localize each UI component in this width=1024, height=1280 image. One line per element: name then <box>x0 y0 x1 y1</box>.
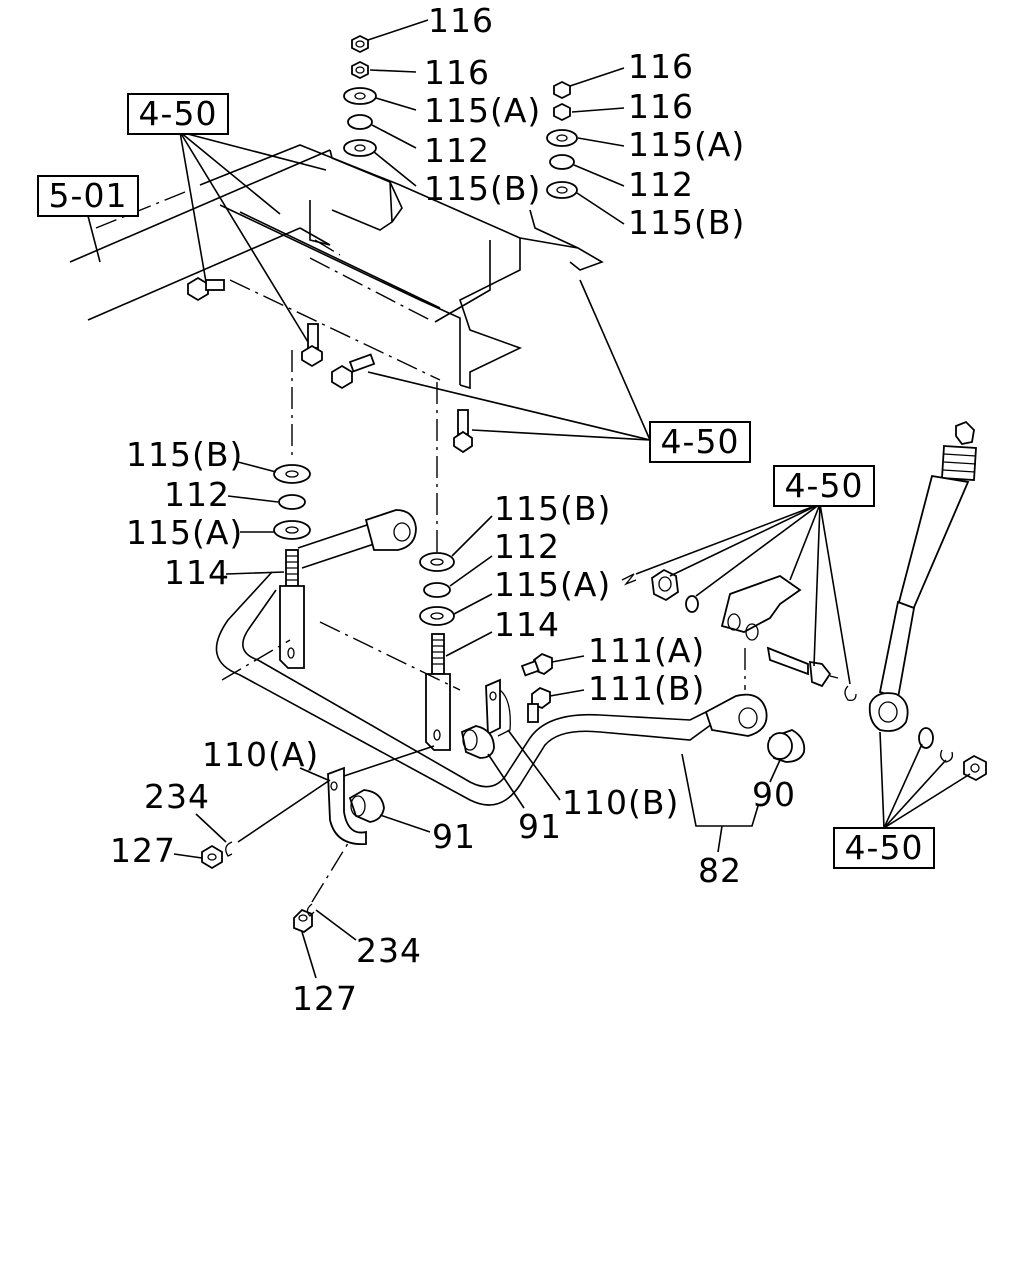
ref-box-4-50-top-left[interactable]: 4-50 <box>127 93 229 135</box>
bushing-stack-mid-lower <box>419 515 493 626</box>
bushing-90-icon <box>767 729 806 763</box>
stabilizer-arm-left <box>297 509 417 569</box>
ref-label-4-50-right: 4-50 <box>785 466 864 505</box>
bracket-110a-icon <box>299 766 367 845</box>
bushing-91-left-icon <box>348 789 431 833</box>
nut-116-b-icon <box>351 60 369 80</box>
label-116-b: 116 <box>424 53 490 92</box>
label-112-c: 112 <box>164 475 230 514</box>
label-111b: 111(B) <box>588 669 705 708</box>
bushing-112-b-icon <box>549 154 575 170</box>
nut-116-c-icon <box>553 80 571 100</box>
leader-5-01 <box>87 215 101 263</box>
ref-box-5-01[interactable]: 5-01 <box>37 175 139 217</box>
washer-115a-b-icon <box>546 129 578 147</box>
label-116-a: 116 <box>428 1 494 40</box>
label-115b-b: 115(B) <box>628 203 745 242</box>
ref-label-5-01: 5-01 <box>49 176 128 215</box>
clip-234-bottom-icon <box>306 839 357 941</box>
label-112-a: 112 <box>424 131 490 170</box>
label-234-b: 234 <box>356 931 422 970</box>
label-110a: 110(A) <box>202 735 319 774</box>
ref-label-4-50-top-left: 4-50 <box>139 94 218 133</box>
link-114-left-icon <box>225 549 305 669</box>
right-mount-cluster <box>621 503 857 702</box>
label-115b-c: 115(B) <box>126 435 243 474</box>
spring-washer-icon <box>621 573 637 586</box>
ref-box-4-50-bottom-right[interactable]: 4-50 <box>833 827 935 869</box>
label-116-d: 116 <box>628 87 694 126</box>
leader-82-bracket <box>681 753 759 827</box>
washer-115b-b-icon <box>546 181 578 199</box>
leaders-4-50-top-left <box>179 131 327 343</box>
nut-right-icon <box>651 568 679 602</box>
label-91-b: 91 <box>518 807 562 846</box>
ref-label-4-50-bottom-right: 4-50 <box>845 828 924 867</box>
label-91-a: 91 <box>432 817 476 856</box>
nut-127-bottom-icon <box>293 908 317 979</box>
clip-234-left-icon <box>195 779 331 857</box>
label-110b: 110(B) <box>562 783 679 822</box>
bolt-111a-icon <box>520 652 585 677</box>
label-112-b: 112 <box>628 165 694 204</box>
label-112-d: 112 <box>494 527 560 566</box>
bushing-stack-right-top <box>546 67 625 225</box>
bushing-112-icon <box>347 114 373 130</box>
bolt-right-icon <box>766 646 839 688</box>
clip-right-icon <box>844 685 857 702</box>
label-111a: 111(A) <box>588 631 705 670</box>
nut-116-d-icon <box>553 102 571 122</box>
ref-box-4-50-right[interactable]: 4-50 <box>773 465 875 507</box>
leader-82 <box>717 825 723 853</box>
frame-bolts <box>187 276 473 454</box>
label-116-c: 116 <box>628 47 694 86</box>
bolt-111b-icon <box>527 686 585 723</box>
label-115a-c: 115(A) <box>126 513 243 552</box>
bushing-stack-left-lower <box>227 461 311 540</box>
bracket-110b-icon <box>485 678 561 801</box>
frame-crossmember <box>69 144 604 390</box>
bolt-horizontal-left-icon <box>187 276 225 302</box>
ref-label-4-50-mid: 4-50 <box>661 422 740 461</box>
label-115b-d: 115(B) <box>494 489 611 528</box>
leader-110a <box>343 745 435 777</box>
washer-shock-icon <box>918 727 934 749</box>
shock-lower-hardware <box>879 727 987 829</box>
nut-116-a-icon <box>351 34 369 54</box>
part-labels: 116 116 115(A) 112 115(B) 116 116 115(A)… <box>110 1 796 1018</box>
label-127-a: 127 <box>110 831 176 870</box>
ref-box-4-50-mid[interactable]: 4-50 <box>649 421 751 463</box>
stabilizer-arm-right <box>704 648 806 783</box>
bushing-stack-left-top <box>343 19 429 187</box>
shock-absorber-icon <box>868 420 977 732</box>
label-115a-a: 115(A) <box>424 91 541 130</box>
bushing-91-right-icon <box>460 725 525 809</box>
clip-shock-icon <box>940 749 954 763</box>
bolt-vertical-left-icon <box>301 323 323 368</box>
bolt-vertical-mid-icon <box>453 409 473 454</box>
stabilizer-bar-82 <box>215 571 713 806</box>
label-90: 90 <box>752 775 796 814</box>
washer-right-icon <box>685 595 699 613</box>
link-114-mid-icon <box>425 631 493 751</box>
label-115b-a: 115(B) <box>424 169 541 208</box>
leaders-4-50-mid <box>367 279 651 441</box>
nut-127-left-icon <box>173 844 223 870</box>
washer-115a-icon <box>343 87 377 105</box>
label-115a-d: 115(A) <box>494 565 611 604</box>
label-127-b: 127 <box>292 979 358 1018</box>
label-114-b: 114 <box>494 605 560 644</box>
label-82: 82 <box>698 851 742 890</box>
bracket-right-icon <box>720 574 802 641</box>
label-234-a: 234 <box>144 777 210 816</box>
bolt-horizontal-mid-icon <box>331 353 376 390</box>
washer-115b-icon <box>343 139 377 157</box>
label-114-a: 114 <box>164 553 230 592</box>
label-115a-b: 115(A) <box>628 125 745 164</box>
